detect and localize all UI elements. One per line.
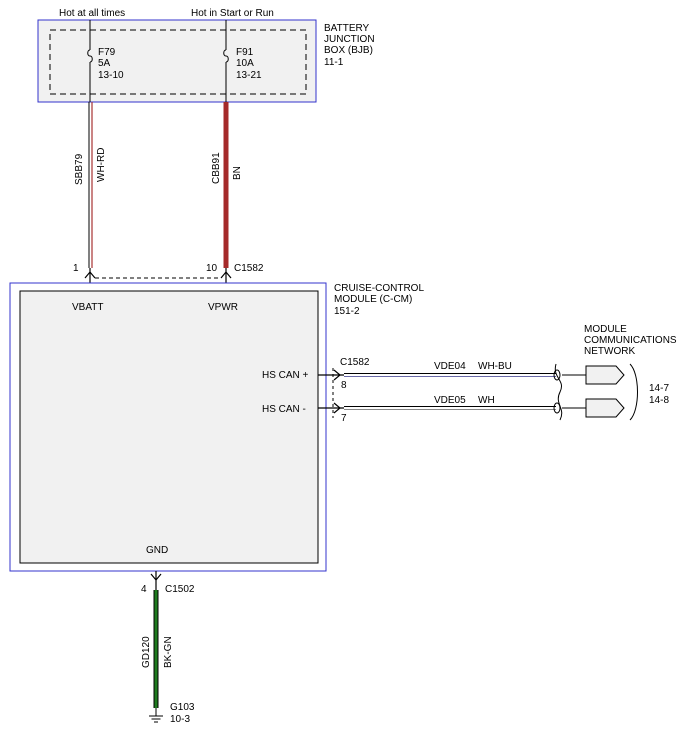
network-bracket-icon	[629, 363, 638, 421]
wire-vde05-color: WH	[478, 395, 495, 406]
connector-right-can-minus-icon	[318, 402, 344, 414]
connector-top-vpwr-icon	[220, 268, 232, 283]
twisted-pair-icon	[553, 363, 563, 421]
fuse-f79-ref: 13-10	[98, 70, 124, 81]
fuse-f79-icon	[87, 49, 93, 63]
connector-bottom-name: C1502	[165, 584, 195, 595]
connector-top-pin-1: 1	[73, 263, 79, 274]
wire-gd120-circuit: GD120	[141, 636, 152, 668]
fuse-f79-rating: 5A	[98, 58, 111, 69]
wire-cbb91-color: BN	[232, 166, 243, 180]
connector-bottom-pin-4: 4	[141, 584, 147, 595]
fuse-f91-id: F91	[236, 47, 254, 58]
bjb-title-line-3: BOX (BJB)	[324, 45, 373, 56]
wire-cbb91-circuit: CBB91	[211, 152, 222, 184]
ccm-pin-can-plus: HS CAN +	[262, 370, 309, 381]
network-connector-1-icon	[585, 365, 625, 385]
ccm-pin-gnd: GND	[146, 545, 168, 556]
ground-symbol-icon	[149, 708, 163, 723]
fuse-f91-ref: 13-21	[236, 70, 262, 81]
wire-vde04-color: WH-BU	[478, 361, 512, 372]
connector-right-can-plus-icon	[318, 369, 344, 381]
bjb-ref: 11-1	[324, 57, 344, 68]
fuse-f91-icon	[223, 49, 229, 63]
battery-junction-box	[37, 19, 317, 103]
wire-sbb79-circuit: SBB79	[74, 153, 85, 185]
network-ref-2: 14-8	[649, 395, 669, 406]
wire-sbb79-color: WH-RD	[96, 148, 107, 182]
ccm-pin-vpwr: VPWR	[208, 302, 238, 313]
ccm-title-line-1: CRUISE-CONTROL	[334, 283, 424, 294]
network-ref-1: 14-7	[649, 383, 669, 394]
network-title-line-3: NETWORK	[584, 346, 635, 357]
cruise-control-module	[9, 282, 327, 572]
ground-ref: 10-3	[170, 714, 190, 725]
ground-name: G103	[170, 702, 195, 713]
ccm-inner-box	[19, 290, 319, 564]
hot-in-start-or-run-label: Hot in Start or Run	[191, 8, 274, 19]
connector-right-pin-7: 7	[341, 413, 347, 424]
wire-vde04-circuit: VDE04	[434, 361, 466, 372]
connector-top-name: C1582	[234, 263, 264, 274]
ccm-outer-border	[9, 282, 327, 572]
ccm-pin-vbatt: VBATT	[72, 302, 103, 313]
bjb-outline	[37, 19, 317, 103]
connector-bottom-gnd-icon	[150, 571, 162, 590]
bjb-title-line-1: BATTERY	[324, 23, 370, 34]
connector-top-vbatt-icon	[84, 268, 96, 283]
network-title-line-2: COMMUNICATIONS	[584, 335, 677, 346]
network-connector-2-icon	[585, 398, 625, 418]
ccm-title-line-2: MODULE (C-CM)	[334, 294, 412, 305]
hot-at-all-times-label: Hot at all times	[59, 8, 125, 19]
connector-top-pin-10: 10	[206, 263, 218, 274]
bjb-title-line-2: JUNCTION	[324, 34, 375, 45]
ccm-ref: 151-2	[334, 306, 360, 317]
fuse-f79-id: F79	[98, 47, 116, 58]
connector-right-name: C1582	[340, 357, 370, 368]
ccm-pin-can-minus: HS CAN -	[262, 404, 306, 415]
fuse-f91-rating: 10A	[236, 58, 254, 69]
wire-vde05-circuit: VDE05	[434, 395, 466, 406]
wire-gd120-color: BK-GN	[163, 636, 174, 668]
network-title-line-1: MODULE	[584, 324, 627, 335]
connector-right-pin-8: 8	[341, 380, 347, 391]
